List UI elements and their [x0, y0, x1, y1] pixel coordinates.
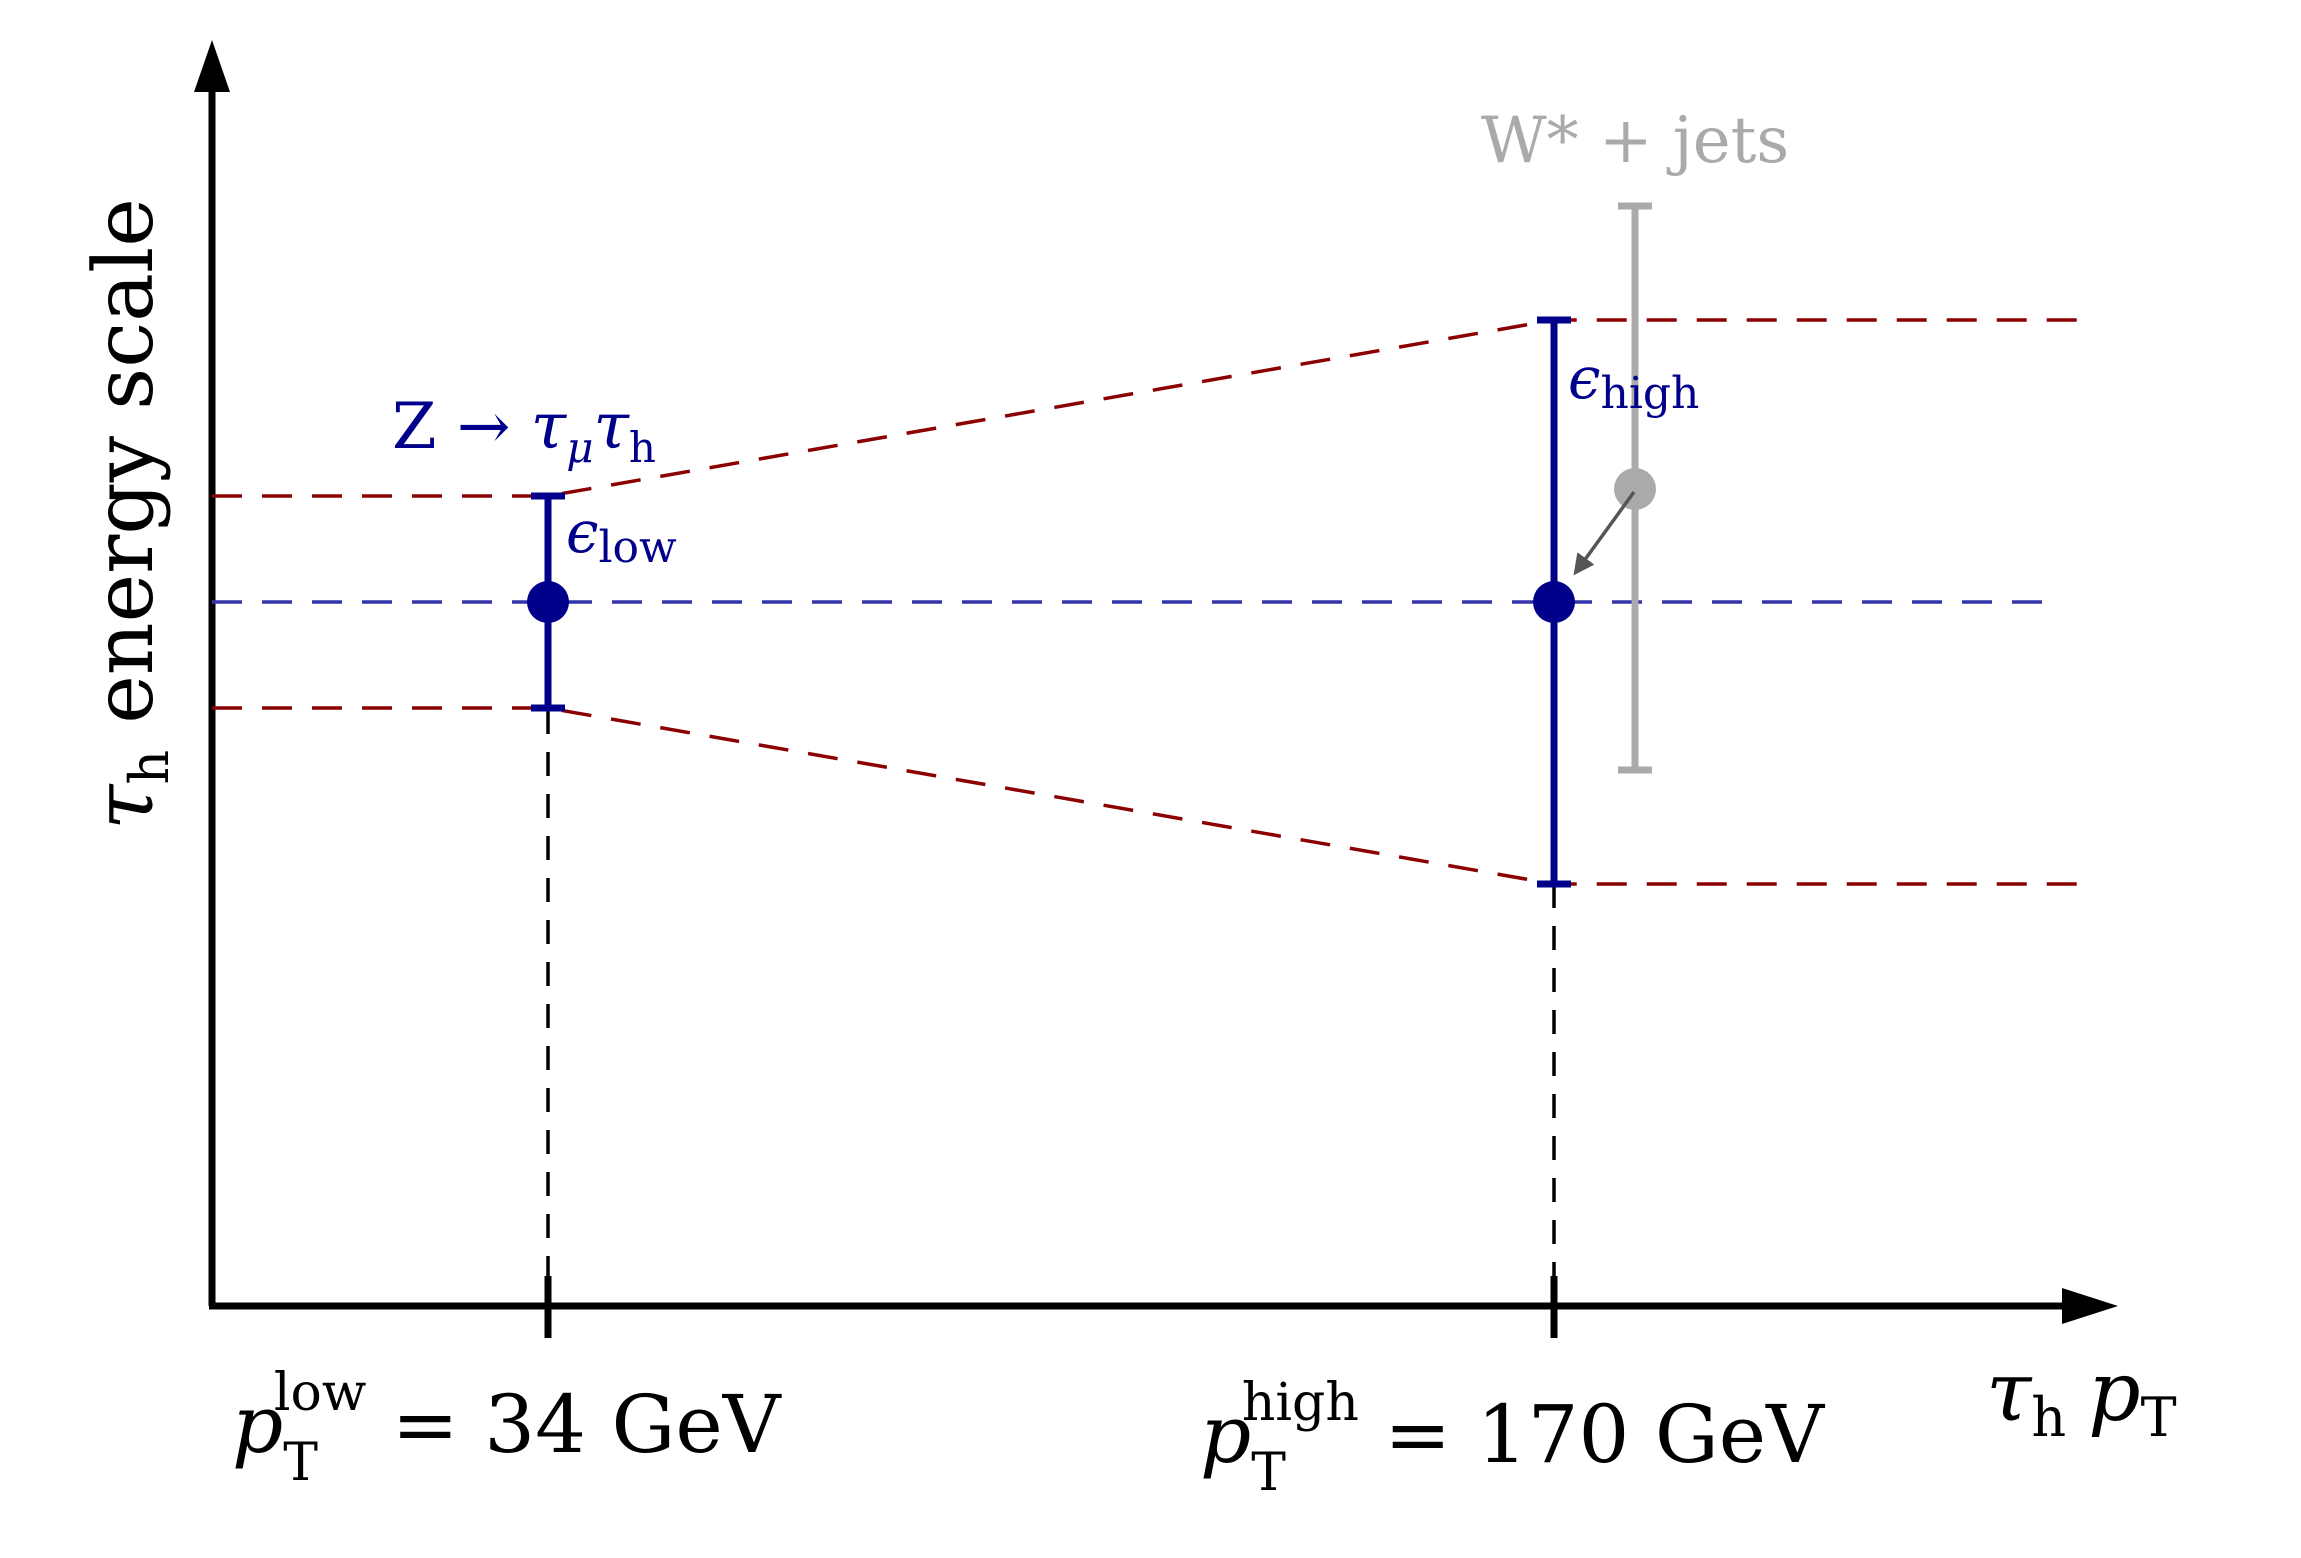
x-axis-arrowhead [2062, 1288, 2118, 1324]
epsilon-high-sub: high [1600, 368, 1699, 419]
tick-label-low: pTlow = 34 GeV [232, 1363, 782, 1493]
upper-uncertainty-band [212, 318, 2080, 498]
epsilon-low-symbol: ϵ [566, 498, 598, 566]
x-axis-label-tau: τ [1986, 1345, 2033, 1440]
tick-label-high: pThigh = 170 GeV [1200, 1373, 1825, 1503]
z-channel-label-pre: Z → [392, 390, 531, 464]
z-tau-high-measurement [1533, 316, 1575, 888]
z-channel-label: Z → τμτh [392, 390, 656, 472]
x-axis-label-p: p [2088, 1345, 2141, 1440]
epsilon-high-label: ϵhigh [1568, 344, 1699, 419]
y-axis-arrowhead [194, 40, 230, 92]
calibration-arrow [1573, 490, 1636, 576]
z-tau-low-measurement [527, 492, 569, 712]
lower-uncertainty-band [212, 706, 2080, 886]
y-axis-label: τh energy scale [77, 198, 181, 830]
tick-label-low-sup: low [274, 1363, 366, 1423]
z-channel-label-tau1: τ [531, 390, 568, 464]
epsilon-low-sub: low [598, 522, 677, 573]
y-axis-label-sub: h [118, 750, 181, 785]
tick-label-high-sub: T [1251, 1443, 1286, 1503]
w-channel-label: W* + jets [1481, 104, 1789, 178]
y-axis-label-tau: τ [77, 783, 172, 830]
tick-label-low-p: p [232, 1378, 283, 1471]
epsilon-low-label: ϵlow [566, 498, 677, 573]
tick-label-high-p: p [1200, 1388, 1251, 1481]
z-channel-label-sub1: μ [566, 423, 593, 472]
x-axis-label-sub1: h [2031, 1386, 2066, 1449]
tick-label-low-sub: T [283, 1433, 318, 1493]
w-jets-measurement [1614, 202, 1656, 774]
x-axis-label-sub2: T [2141, 1386, 2177, 1449]
z-channel-label-sub2: h [629, 423, 656, 472]
z-channel-label-tau2: τ [593, 390, 630, 464]
tick-label-high-sup: high [1242, 1373, 1359, 1433]
epsilon-high-symbol: ϵ [1568, 344, 1600, 412]
tick-label-high-rest: = 170 GeV [1359, 1388, 1825, 1481]
y-axis-label-rest: energy scale [77, 198, 172, 750]
tick-label-low-rest: = 34 GeV [366, 1378, 781, 1471]
